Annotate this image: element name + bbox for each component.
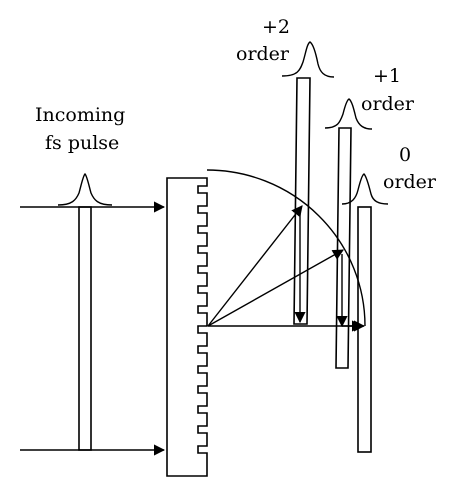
plus1-order-pulse-front — [335, 127, 352, 369]
plus2-order-gaussian — [281, 41, 335, 78]
plus2-order-pulse-front — [293, 77, 311, 325]
order-plus1-word: order — [361, 93, 415, 115]
order-zero-number: 0 — [399, 144, 411, 166]
plus1-order-gaussian — [324, 98, 373, 130]
order-zero-word: order — [383, 171, 437, 193]
incoming-label-line1: Incoming — [35, 104, 125, 126]
zero-order-gaussian — [341, 173, 389, 205]
order-plus1-number: +1 — [373, 65, 401, 87]
wavefront-arc — [206, 169, 366, 327]
incoming-label-line2: fs pulse — [45, 132, 119, 154]
zero-order-pulse-front — [357, 206, 372, 453]
ray-plus1-order-arrow — [207, 249, 344, 327]
order-plus2-number: +2 — [262, 16, 290, 38]
ray-plus2-order-arrow — [207, 205, 303, 327]
order-plus2-word: order — [236, 43, 290, 65]
incoming-pulse-front — [78, 206, 92, 451]
incoming-pulse-gaussian — [57, 173, 113, 206]
diffraction-grating — [166, 177, 208, 477]
